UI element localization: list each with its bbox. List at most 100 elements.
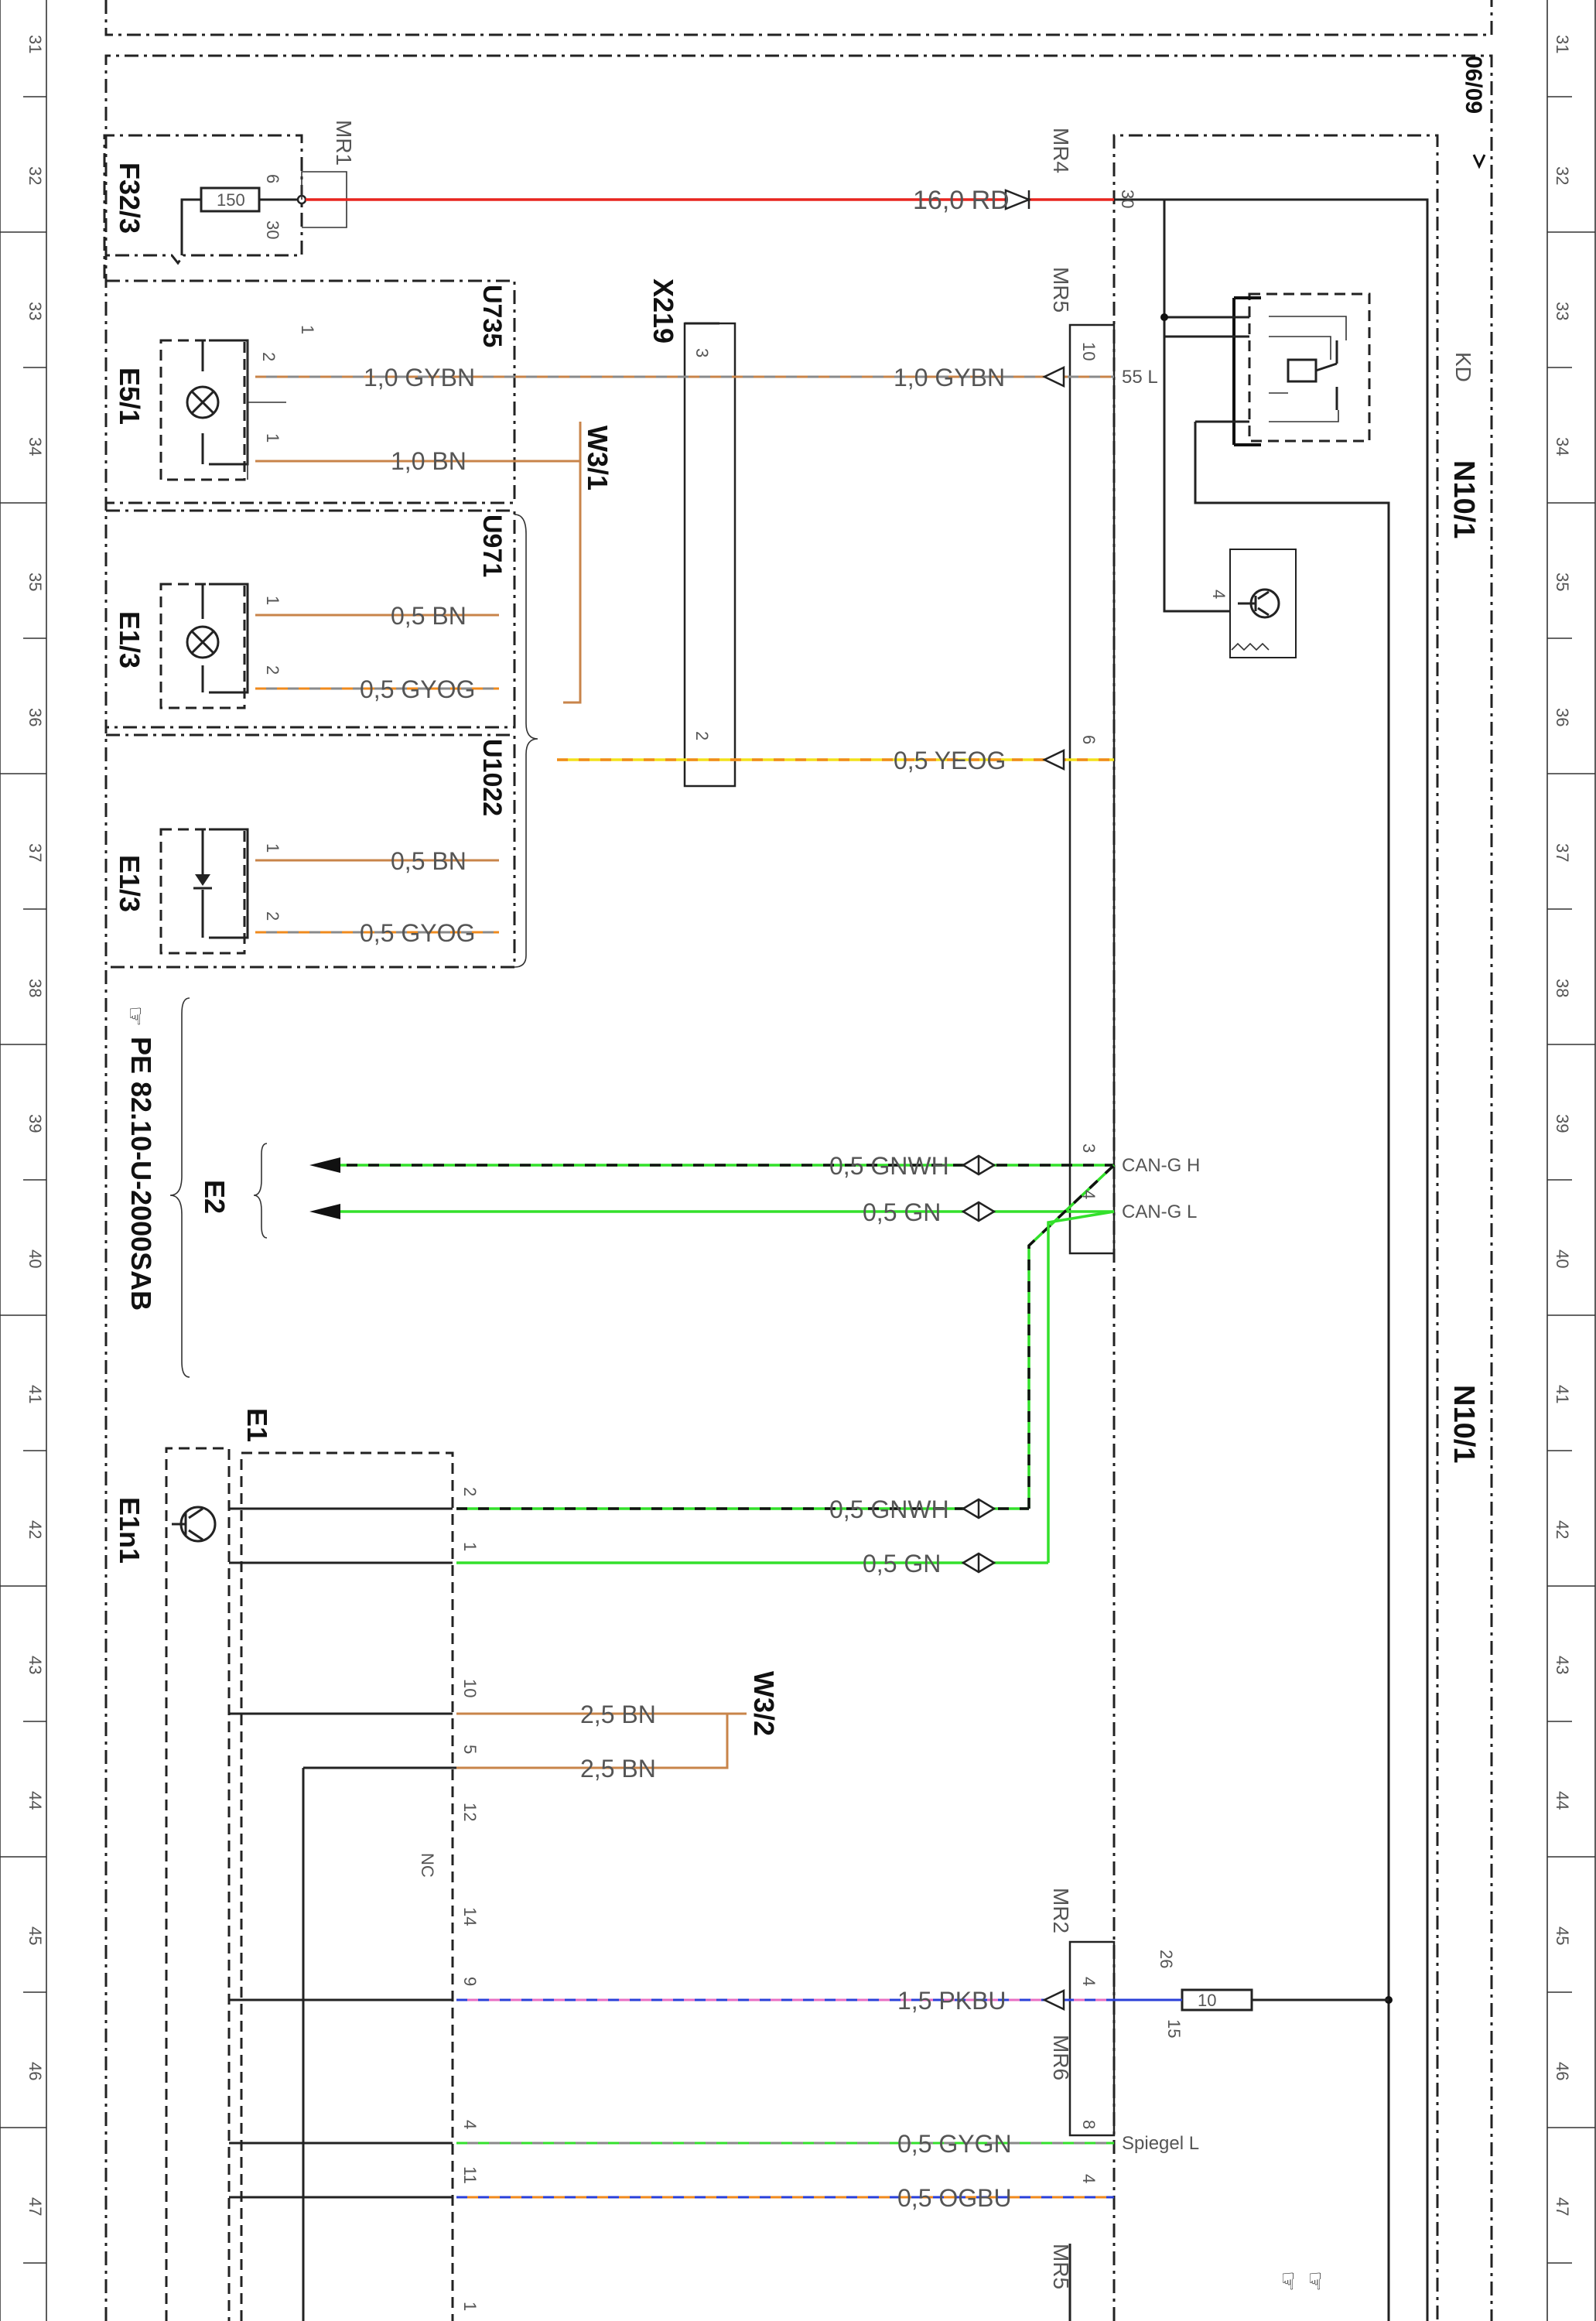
wire-label: 0,5 BN	[391, 847, 466, 875]
ruler-num: 32	[1553, 166, 1572, 185]
signal-label: CAN-G H	[1122, 1155, 1200, 1176]
ruler-num: 41	[1553, 1385, 1572, 1403]
label-e1n1: E1n1	[114, 1497, 145, 1564]
ruler-num: 42	[1553, 1520, 1572, 1539]
right-ruler	[1546, 0, 1596, 2321]
ruler-num: 32	[26, 166, 45, 185]
pin-number: 4	[1209, 590, 1229, 599]
label-u1022: U1022	[477, 739, 507, 816]
pin-number: 1	[460, 1542, 480, 1551]
ruler-num: 47	[1553, 2197, 1572, 2216]
ruler-num: 39	[26, 1114, 45, 1133]
ruler-num: 45	[1553, 1926, 1572, 1945]
label-mr5b: MR5	[1049, 2244, 1073, 2289]
pin-number: 4	[1079, 1190, 1099, 1199]
pin-number: 15	[1164, 2019, 1184, 2038]
label-u735: U735	[477, 285, 507, 347]
pin-number: 4	[1079, 1977, 1099, 1986]
signal-label: CAN-G L	[1122, 1202, 1197, 1222]
wire-label: 0,5 OGBU	[897, 2184, 1012, 2212]
ruler-num: 38	[1553, 979, 1572, 997]
ruler-num: 45	[26, 1926, 45, 1945]
ruler-num: 37	[26, 843, 45, 862]
ruler-num: 34	[26, 437, 45, 456]
pin-number: 2	[259, 352, 279, 361]
pin-number: 1	[263, 596, 282, 605]
pin-number: 10	[1079, 342, 1099, 361]
wire-label: 0,5 YEOG	[894, 747, 1006, 774]
wire-label: 2,5 BN	[580, 1755, 656, 1783]
hand-pointer-icon: ☞	[122, 1006, 148, 1027]
pin-number: 10	[460, 1679, 480, 1697]
wire-label: 0,5 GYOG	[360, 919, 475, 947]
wire-label: 0,5 GYOG	[360, 675, 475, 703]
arrow-icon	[1472, 154, 1486, 169]
signal-label: 55 L	[1122, 367, 1158, 388]
ruler-num: 37	[1553, 843, 1572, 862]
label-e13a: E1/3	[114, 611, 145, 668]
ruler-num: 34	[1553, 437, 1572, 456]
label-e13b: E1/3	[114, 855, 145, 912]
pin-number: 6	[1079, 735, 1099, 744]
label-mr6: MR6	[1049, 2035, 1073, 2080]
wire-label: 0,5 GYGN	[897, 2130, 1012, 2158]
label-mr4: MR4	[1049, 128, 1073, 173]
wire-label: 0,5 BN	[391, 602, 466, 630]
pin-number: 2	[263, 665, 282, 675]
pin-number: 1	[263, 433, 282, 443]
label-mr1: MR1	[332, 120, 356, 166]
pin-number: 8	[1079, 2120, 1099, 2129]
ruler-num: 40	[26, 1249, 45, 1268]
ruler-num: 40	[1553, 1249, 1572, 1268]
label-mr5: MR5	[1049, 267, 1073, 313]
label-w31: W3/1	[582, 426, 613, 491]
wire-label: 1,0 GYBN	[364, 364, 475, 391]
ruler-num: 46	[1553, 2062, 1572, 2080]
label-n101b: N10/1	[1447, 1385, 1480, 1463]
ruler-num: 33	[26, 302, 45, 320]
ruler-numbers: 31 32 33 34 35 36 37 38 39 40 41 42 43 4…	[26, 35, 1572, 2216]
pin-number: 1	[263, 843, 282, 853]
pin-number: 26	[1157, 1950, 1176, 1968]
left-ruler	[0, 0, 47, 2321]
pin-number: 1	[460, 2302, 480, 2311]
ruler-num: 47	[26, 2197, 45, 2216]
ruler-num: 39	[1553, 1114, 1572, 1133]
ruler-num: 44	[1553, 1791, 1572, 1810]
ruler-num: 42	[26, 1520, 45, 1539]
wire-label: 0,5 GNWH	[829, 1495, 949, 1523]
ruler-num: 46	[26, 2062, 45, 2080]
pin-number: 14	[460, 1907, 480, 1926]
ruler-num: 44	[26, 1791, 45, 1810]
ruler-num: 35	[1553, 573, 1572, 591]
pin-number: 3	[1079, 1143, 1099, 1153]
label-e51: E5/1	[114, 367, 145, 425]
wire-label: 1,0 BN	[391, 447, 466, 475]
pin-number: 30	[1118, 190, 1137, 208]
pin-number: 4	[1079, 2174, 1099, 2183]
label-e2: E2	[199, 1180, 231, 1214]
ruler-num: 38	[26, 979, 45, 997]
label-e1: E1	[241, 1408, 273, 1442]
connector-symbols	[309, 189, 1065, 2011]
pin-number: 30	[263, 220, 282, 239]
ruler-num: 43	[26, 1656, 45, 1674]
hand-pointer-icon: ☞	[1275, 2271, 1300, 2292]
pin-number: 1	[298, 325, 317, 334]
signal-label: Spiegel L	[1122, 2133, 1199, 2154]
label-f32: F32/3	[114, 162, 145, 234]
label-x219: X219	[648, 279, 679, 344]
pin-number: 9	[460, 1977, 480, 1986]
signal-label: NC	[418, 1853, 437, 1878]
wire-label: 0,5 GNWH	[829, 1152, 949, 1180]
wire-label: 0,5 GN	[863, 1550, 941, 1578]
ruler-num: 43	[1553, 1656, 1572, 1674]
label-kd: KD	[1451, 352, 1475, 382]
ruler-num: 36	[26, 708, 45, 726]
wire-label: 2,5 BN	[580, 1701, 656, 1728]
sheet-reference: 06/09	[1461, 56, 1486, 114]
wires	[255, 198, 1116, 2199]
ruler-num: 31	[26, 35, 45, 53]
pin-number: 5	[460, 1745, 480, 1754]
